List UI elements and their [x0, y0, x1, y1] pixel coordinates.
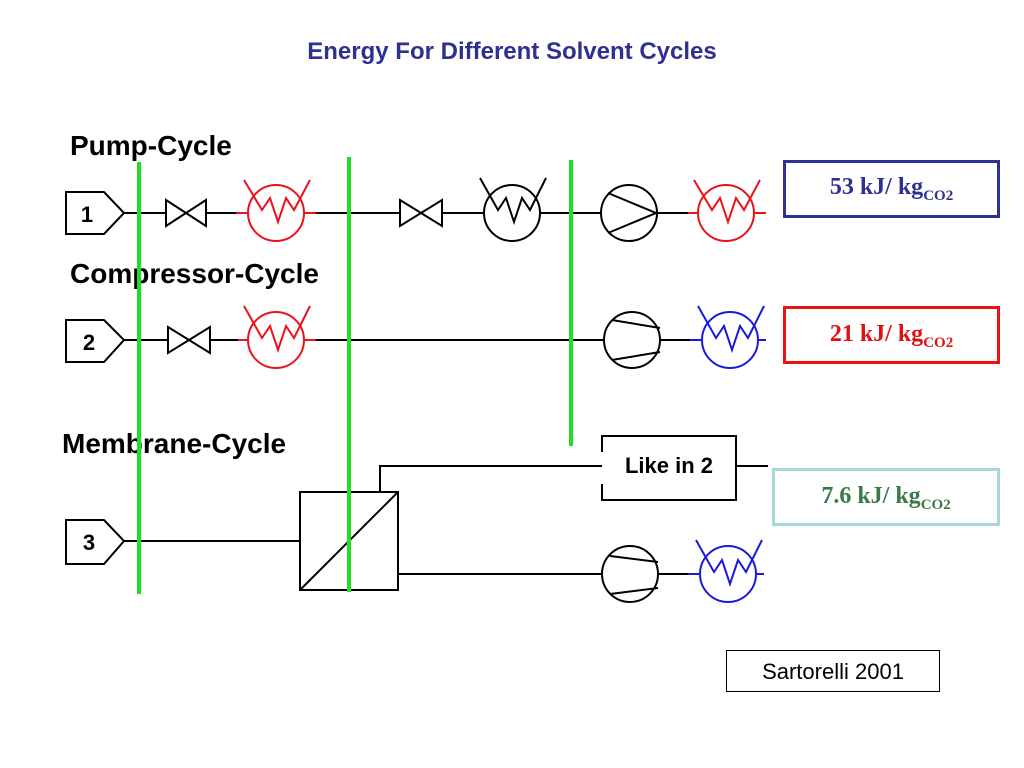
stream-arrow-icon: 2 [65, 319, 126, 363]
energy-value: 21 kJ/ kg [829, 321, 924, 347]
compressor-icon [603, 311, 661, 369]
heat-exchanger-icon [238, 305, 316, 369]
energy-subscript: CO2 [923, 188, 954, 204]
stream-number: 3 [83, 530, 95, 555]
heat-exchanger-icon [236, 179, 316, 242]
heat-exchanger-icon [479, 177, 547, 242]
valve-icon [165, 198, 207, 228]
boundary-lines [137, 157, 573, 594]
like-in-box [601, 435, 737, 501]
stream-arrow-icon: 1 [65, 191, 126, 235]
stream-number: 1 [81, 202, 93, 227]
reference-label: Sartorelli 2001 [726, 650, 940, 692]
energy-subscript: CO2 [923, 335, 954, 351]
heat-exchanger-icon [688, 179, 766, 242]
energy-box-pump: 53 kJ/ kgCO2 [783, 160, 1000, 218]
energy-box-membrane: 7.6 kJ/ kgCO2 [772, 468, 1000, 526]
pump-icon [600, 184, 659, 242]
energy-subscript: CO2 [920, 497, 951, 513]
stream-arrow-icon: 3 [65, 519, 126, 565]
stream-line [379, 465, 602, 492]
energy-box-compressor: 21 kJ/ kgCO2 [783, 306, 1000, 364]
valve-icon [399, 198, 443, 228]
cycle-label-compressor: Compressor-Cycle [70, 258, 319, 289]
like-in-label: Like in 2 [624, 453, 714, 478]
cycle-label-pump: Pump-Cycle [70, 130, 232, 161]
page-title: Energy For Different Solvent Cycles [307, 38, 717, 65]
compressor-icon [601, 545, 659, 603]
heat-exchanger-icon [688, 539, 764, 603]
valve-icon [167, 325, 211, 355]
energy-value: 7.6 kJ/ kg [821, 483, 921, 509]
cycle-label-membrane: Membrane-Cycle [62, 428, 287, 459]
energy-value: 53 kJ/ kg [829, 174, 924, 200]
stream-number: 2 [83, 330, 95, 355]
heat-exchanger-icon [690, 305, 766, 369]
